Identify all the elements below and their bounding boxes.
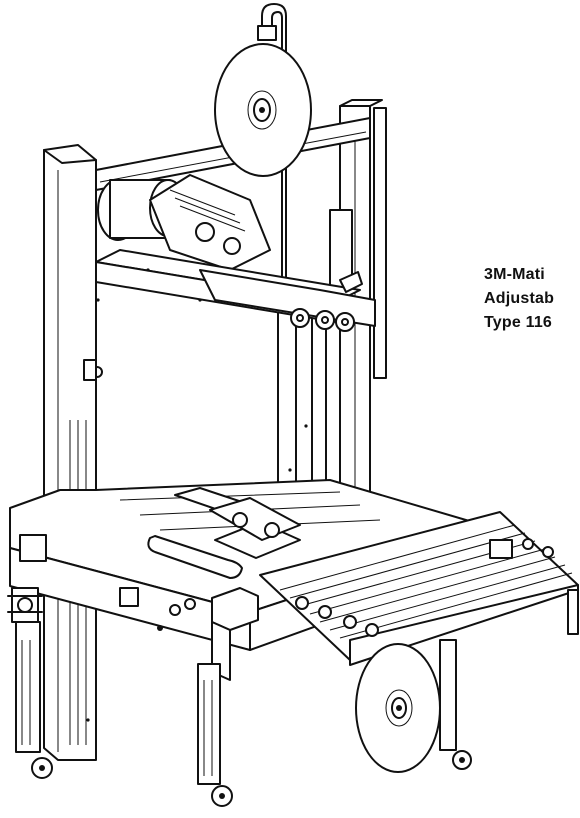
front-panel-controls <box>19 534 196 631</box>
caption-line-model: Adjustab <box>484 290 555 307</box>
upper-tape-arm <box>257 3 287 346</box>
legs <box>15 621 457 785</box>
caption-line-type: Type 116 <box>484 314 553 331</box>
upper-tape-head <box>97 174 271 271</box>
caption-line-brand: 3M-Mati <box>484 266 545 283</box>
side-guide-cylinder <box>147 535 243 579</box>
fastener-dots <box>86 268 308 722</box>
upper-cross-beam <box>95 249 376 332</box>
upper-tape-roll <box>214 43 312 177</box>
lower-tape-roll <box>355 643 441 773</box>
casters <box>31 750 472 807</box>
lower-tape-head <box>209 497 301 541</box>
model-caption: 3M-Mati Adjustab Type 116 <box>484 263 580 335</box>
left-front-column <box>43 144 103 761</box>
control-box <box>211 587 259 681</box>
air-regulator <box>7 587 43 623</box>
